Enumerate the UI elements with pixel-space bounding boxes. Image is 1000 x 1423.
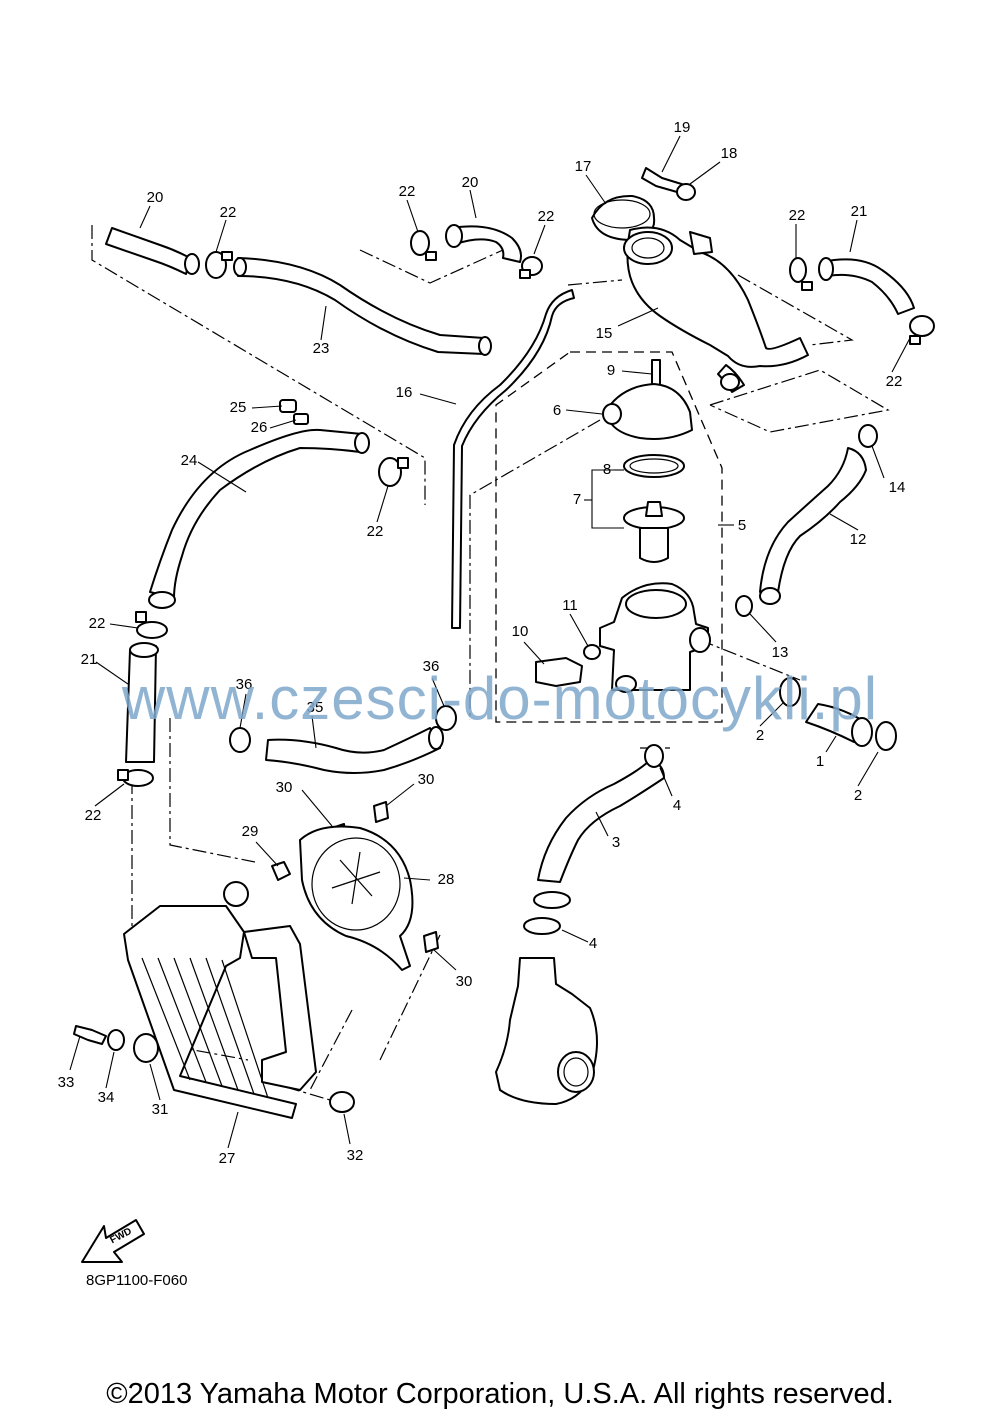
callout-35: 35 [307,699,324,716]
part-29-nut [271,861,291,881]
callout-36: 36 [236,676,253,693]
callout-11: 11 [562,597,578,614]
callout-30: 30 [418,771,435,788]
callout-4: 4 [589,935,597,952]
callout-8: 8 [603,461,611,478]
callout-2: 2 [756,727,764,744]
part-16-breather-hose [451,289,575,629]
part-24-hose [148,428,370,609]
callout-20: 20 [147,189,164,206]
part-22-clamp-b [410,230,543,279]
callout-22: 22 [399,183,416,200]
callout-12: 12 [850,531,867,548]
part-20-hose-left [105,227,200,275]
part-23-hose [233,257,492,356]
part-13-14-clamps [735,424,878,617]
callout-2: 2 [854,787,862,804]
callout-30: 30 [456,973,473,990]
callout-23: 23 [313,340,330,357]
part-22-clamp-c [789,257,935,345]
part-18-19-bolt-nut [641,167,696,201]
callout-15: 15 [596,325,613,342]
callout-19: 19 [674,119,691,136]
callout-32: 32 [347,1147,364,1164]
part-31-34-33-32-hardware [73,1025,355,1113]
callout-1: 1 [816,753,824,770]
part-5-thermostat-housing [599,582,711,693]
callout-30: 30 [276,779,293,796]
part-8-o-ring [623,454,685,478]
callout-13: 13 [772,644,789,661]
callout-22: 22 [367,523,384,540]
part-20-hose-top [445,224,522,263]
part-6-9-thermostat-cover [602,359,693,440]
callout-7: 7 [573,491,581,508]
part-15-reservoir-tank [623,226,809,393]
callout-labels: 20 22 23 22 20 22 17 19 18 22 21 22 15 1… [58,119,906,1246]
callout-22: 22 [886,373,903,390]
part-1-2-hose-clamps [779,677,897,751]
part-12-hose [759,447,867,605]
callout-27: 27 [219,1150,236,1167]
part-21-hose-right [818,257,915,315]
callout-9: 9 [607,362,615,379]
part-22-clamp-d [135,457,409,639]
callout-29: 29 [242,823,259,840]
part-27-radiator [123,881,317,1119]
part-water-pump [495,957,598,1105]
copyright-notice: ©2013 Yamaha Motor Corporation, U.S.A. A… [106,1378,894,1410]
callout-22: 22 [789,207,806,224]
part-28-fan-motor [299,825,414,971]
callout-3: 3 [612,834,620,851]
callout-5: 5 [738,517,746,534]
callout-6: 6 [553,402,561,419]
callout-22: 22 [89,615,106,632]
callout-22: 22 [85,807,102,824]
fwd-arrow-icon [81,1219,145,1263]
callout-33: 33 [58,1074,75,1091]
part-36-35-hose [229,705,457,774]
callout-26: 26 [251,419,268,436]
callout-16: 16 [396,384,413,401]
callout-20: 20 [462,174,479,191]
callout-14: 14 [889,479,906,496]
catalog-code: 8GP1100-F060 [86,1272,188,1289]
part-7-thermostat [623,501,685,563]
callout-10: 10 [512,623,529,640]
callout-21: 21 [851,203,868,220]
callout-28: 28 [438,871,455,888]
callout-21: 21 [81,651,98,668]
callout-31: 31 [152,1101,169,1118]
part-22-clamp-a [205,251,233,279]
part-22-clamp-e [117,769,154,787]
part-21-hose-left [125,642,159,763]
leader-lines [69,135,911,1149]
callout-34: 34 [98,1089,115,1106]
callout-24: 24 [181,452,198,469]
callout-17: 17 [575,158,592,175]
callout-4: 4 [673,797,681,814]
callout-22: 22 [220,204,237,221]
callout-25: 25 [230,399,247,416]
part-10-11-sensor-washer [535,644,601,687]
callout-22: 22 [538,208,555,225]
part-3-4-hose-clamps [523,744,665,935]
callout-36: 36 [423,658,440,675]
part-25-26-fitting [279,399,309,425]
callout-18: 18 [721,145,738,162]
